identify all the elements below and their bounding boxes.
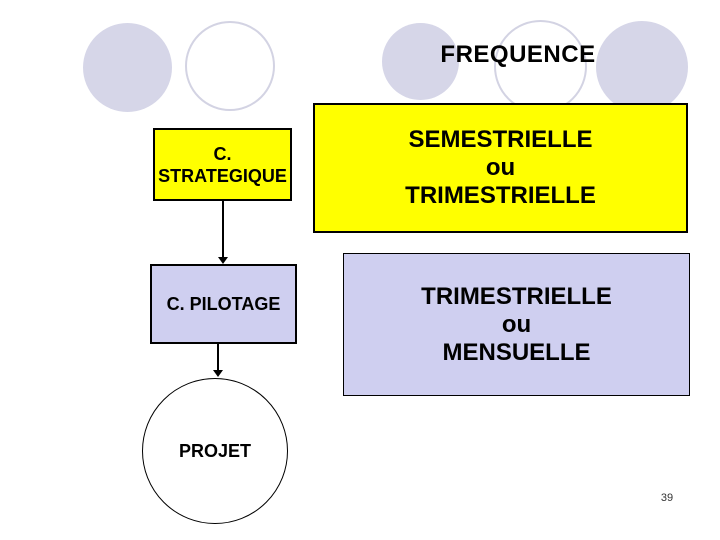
projet-circle: PROJET [142, 378, 288, 524]
decorative-circle-filled-1 [83, 23, 172, 112]
decorative-circle-filled-3 [596, 21, 688, 113]
arrow-head-icon [218, 257, 228, 264]
slide-title: FREQUENCE [440, 41, 596, 68]
arrow-head-icon [213, 370, 223, 377]
arrow-shaft [217, 344, 219, 370]
connector-arrow-down-icon [213, 344, 223, 377]
pilotage-box: C. PILOTAGE [150, 264, 297, 344]
decorative-circle-outlined-1 [185, 21, 275, 111]
page-number: 39 [660, 492, 674, 504]
semestrielle-box: SEMESTRIELLE ou TRIMESTRIELLE [313, 103, 688, 233]
decorative-circle-filled-2 [382, 23, 459, 100]
strategique-box: C. STRATEGIQUE [153, 128, 292, 201]
connector-arrow-down-icon [218, 201, 228, 264]
arrow-shaft [222, 201, 224, 257]
trimestrielle-box: TRIMESTRIELLE ou MENSUELLE [343, 253, 690, 396]
